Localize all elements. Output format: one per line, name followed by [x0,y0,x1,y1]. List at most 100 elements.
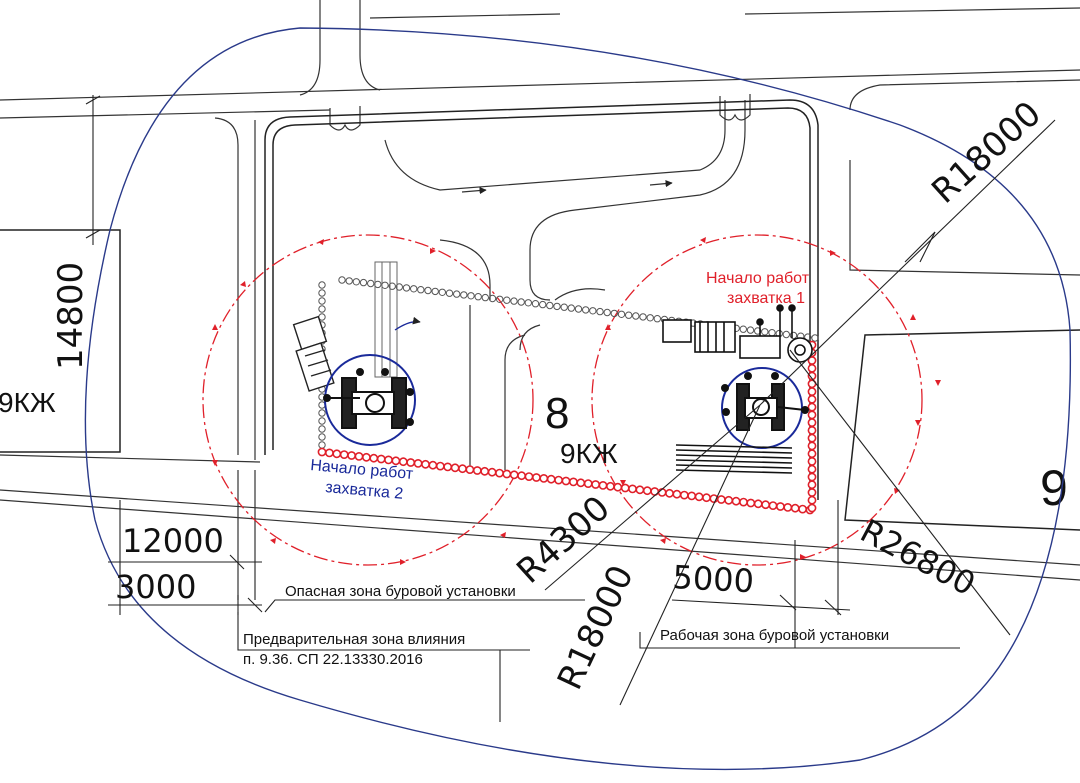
pile [724,495,734,505]
pile [560,303,568,311]
dim-12000: 12000 [122,522,224,560]
pile-row-bottom-red [317,447,815,515]
pile [413,458,423,468]
pile [472,466,482,475]
pile [679,490,689,500]
pile [345,277,353,285]
pile [687,491,697,501]
pile [553,302,561,311]
pile [646,314,654,322]
pile [807,472,817,482]
pile [339,450,349,459]
pile [761,328,769,336]
radius-leaders [544,119,1056,706]
pile [694,492,704,502]
pile [653,315,661,323]
pile [318,409,326,417]
pile [443,462,453,472]
dimension-lines [85,95,851,616]
influence-zone-outline [84,27,1072,771]
pile [539,473,549,483]
building-number: 8 [545,389,569,438]
pile [628,484,637,494]
pile [509,470,519,480]
pile [672,489,682,499]
start-work-1-line2: захватка 1 [727,290,805,307]
pile [582,306,590,314]
pile [768,501,778,510]
pile [807,433,817,443]
pile [510,297,518,305]
danger-zone-circle-left [202,234,534,566]
pile [539,300,547,309]
pile [318,417,326,425]
pile [531,300,540,308]
prelim-zone-line2: п. 9.36. СП 22.13330.2016 [243,651,423,668]
pile [524,299,532,307]
pipe-stack [675,444,793,474]
pile [635,485,645,495]
pile [338,276,346,284]
pile [424,286,432,295]
danger-zone-label: Опасная зона буровой установки [285,583,516,600]
dim-5000: 5000 [672,558,755,600]
pile [421,459,430,469]
pile [431,287,439,296]
pile [480,466,490,476]
pile [318,441,326,449]
pile [596,307,604,316]
drilling-rig-right [721,367,809,449]
pile [502,469,512,479]
pile [731,496,741,506]
pile [467,292,475,300]
pile [318,297,326,305]
pile [388,282,396,290]
pile [487,467,497,477]
danger-zone-circle-right [591,234,923,566]
pile [359,278,368,287]
pile [458,464,467,474]
site-fence [264,99,819,500]
pile [807,503,817,513]
pile [318,433,326,441]
pile [746,326,755,334]
pile [807,394,817,404]
pile [789,331,798,340]
right-building-code: 9 [1040,460,1068,516]
pile [318,425,326,433]
pile [481,293,489,302]
pile [318,281,326,289]
dim-3000: 3000 [115,568,196,606]
pile [376,454,386,464]
gate-shapes [329,94,751,131]
pile [776,502,785,511]
pile-row-right-red [807,340,817,513]
pile [576,478,586,488]
pile [318,289,326,297]
pile [554,475,563,485]
pile [625,311,633,319]
dim-r18000-top: R18000 [924,94,1049,212]
work-zone-label: Рабочая зона буровой установки [660,627,889,644]
label-leaders [237,599,960,722]
pile [367,279,375,288]
pile [410,285,418,293]
pile [445,289,454,297]
pile [435,461,445,471]
pile [739,325,747,333]
pile [642,486,652,496]
pile [807,441,817,451]
pile [761,500,770,510]
pile [369,453,379,463]
pile [807,480,817,490]
pile [702,493,711,503]
pile [438,288,446,296]
pile [807,387,817,396]
pile [739,497,748,507]
pile [488,294,497,303]
start-work-1-line1: Начало работ [706,270,810,287]
pile [589,307,597,315]
pile [807,449,817,459]
pile [798,504,807,514]
